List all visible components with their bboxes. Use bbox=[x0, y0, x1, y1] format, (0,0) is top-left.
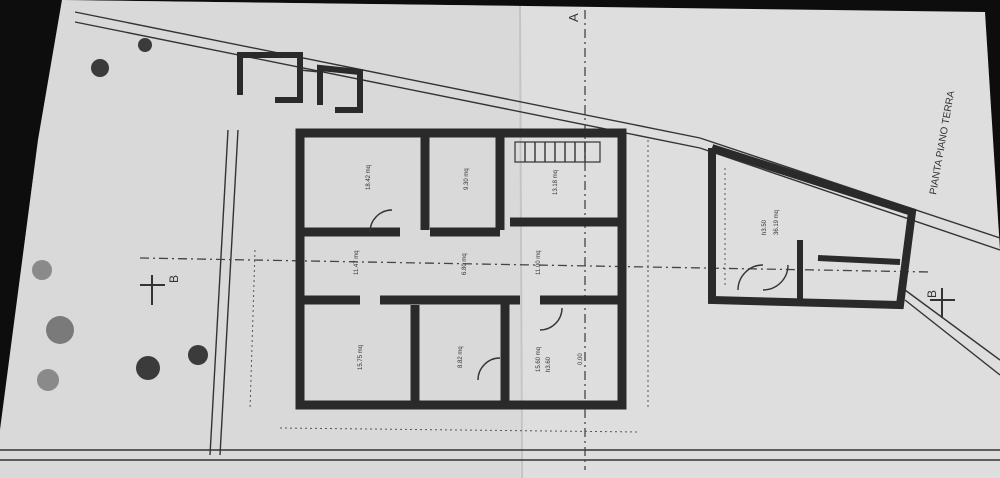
door-arc bbox=[737, 264, 764, 291]
staircase bbox=[514, 141, 601, 163]
door-arc bbox=[369, 209, 393, 233]
section-a-label: A bbox=[566, 13, 581, 22]
room-area-label: 36.19 mq bbox=[774, 210, 780, 235]
trees bbox=[32, 38, 208, 391]
level-label: 0.00 bbox=[578, 353, 584, 365]
room-area-label: 13.18 mq bbox=[553, 170, 559, 195]
door-arc bbox=[477, 357, 501, 381]
door-arc bbox=[762, 264, 789, 291]
room-area-label: 15.75 mq bbox=[358, 345, 364, 370]
annex-building bbox=[708, 144, 917, 310]
room-area-label: 11.00 mq bbox=[536, 250, 542, 275]
paper-fold bbox=[519, 5, 523, 478]
height-label: h3.60 bbox=[546, 356, 552, 372]
room-area-label: 9.30 mq bbox=[464, 168, 470, 190]
room-area-label: 15.60 mq bbox=[536, 347, 542, 372]
room-area-label: 6.80 mq bbox=[462, 253, 468, 275]
section-b-left-label: B bbox=[167, 275, 181, 283]
door-arc bbox=[539, 307, 563, 331]
section-markers bbox=[140, 275, 955, 318]
section-b-right-label: B bbox=[925, 290, 939, 298]
paper-shade bbox=[0, 0, 520, 478]
room-area-label: 8.82 mq bbox=[458, 346, 464, 368]
height-label: h3.50 bbox=[762, 219, 768, 235]
main-building bbox=[295, 128, 789, 410]
room-area-label: 18.42 mq bbox=[366, 165, 372, 190]
room-area-label: 11.47 mq bbox=[354, 250, 360, 275]
section-axes bbox=[139, 10, 931, 470]
outbuilding-sheds bbox=[237, 52, 363, 113]
site-boundary bbox=[0, 11, 1000, 461]
